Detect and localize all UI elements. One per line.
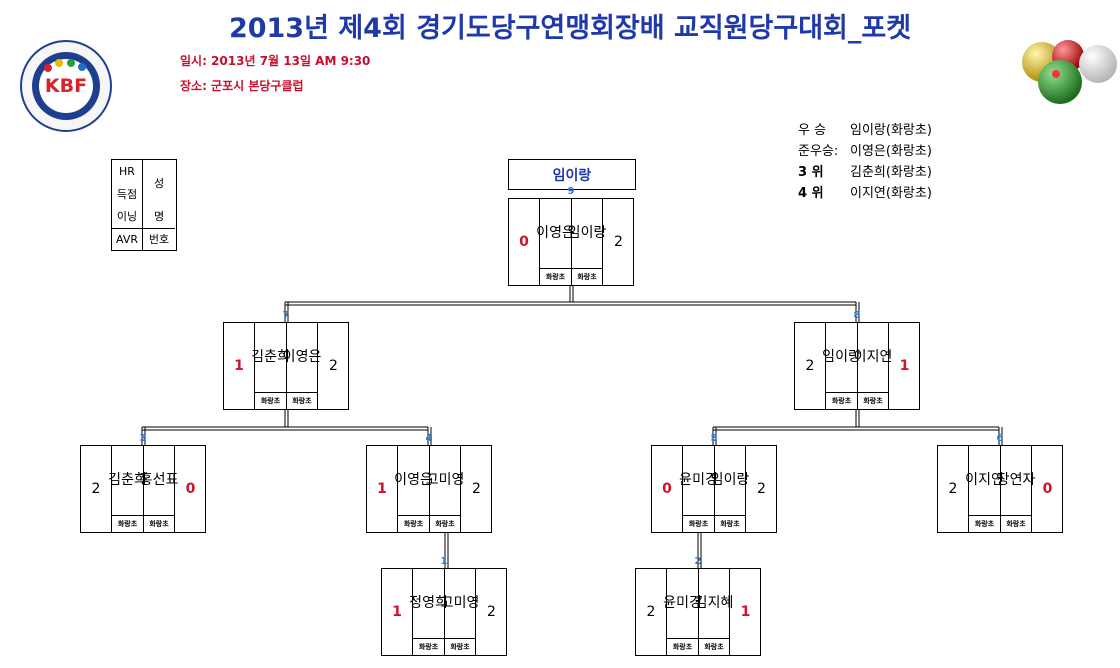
right-player-club: 화랑초: [144, 515, 175, 532]
left-player-club: 화랑초: [683, 515, 715, 532]
left-score: 2: [81, 446, 112, 532]
right-score: 1: [889, 323, 920, 409]
match-number: 1: [441, 556, 448, 567]
right-player-club: 화랑초: [572, 268, 603, 285]
right-score: 0: [1032, 446, 1063, 532]
right-score: 2: [476, 569, 507, 655]
match-number: 9: [568, 186, 575, 197]
left-player-club: 화랑초: [540, 268, 572, 285]
right-player-club: 화랑초: [858, 392, 889, 409]
right-score: 2: [461, 446, 492, 532]
left-player-club: 화랑초: [667, 638, 699, 655]
right-score: 2: [318, 323, 349, 409]
right-player-club: 화랑초: [287, 392, 318, 409]
left-player-club: 화랑초: [826, 392, 858, 409]
left-score: 1: [382, 569, 413, 655]
left-player-club: 화랑초: [969, 515, 1001, 532]
match-number: 7: [283, 310, 290, 321]
left-score: 2: [636, 569, 667, 655]
right-score: 1: [730, 569, 761, 655]
left-score: 2: [795, 323, 826, 409]
left-player-club: 화랑초: [112, 515, 144, 532]
right-player-club: 화랑초: [445, 638, 476, 655]
match-number: 3: [140, 433, 147, 444]
left-score: 0: [509, 199, 540, 285]
left-score: 0: [652, 446, 683, 532]
match-number: 2: [695, 556, 702, 567]
match-number: 8: [854, 310, 861, 321]
match-number: 6: [997, 433, 1004, 444]
left-score: 1: [367, 446, 398, 532]
match-number: 4: [426, 433, 433, 444]
right-score: 2: [746, 446, 777, 532]
left-player-club: 화랑초: [255, 392, 287, 409]
right-score: 0: [175, 446, 206, 532]
right-player-club: 화랑초: [430, 515, 461, 532]
right-score: 2: [603, 199, 634, 285]
left-player-club: 화랑초: [398, 515, 430, 532]
right-player-club: 화랑초: [715, 515, 746, 532]
left-player-club: 화랑초: [413, 638, 445, 655]
left-score: 1: [224, 323, 255, 409]
match-number: 5: [711, 433, 718, 444]
right-player-club: 화랑초: [1001, 515, 1032, 532]
right-player-club: 화랑초: [699, 638, 730, 655]
left-score: 2: [938, 446, 969, 532]
